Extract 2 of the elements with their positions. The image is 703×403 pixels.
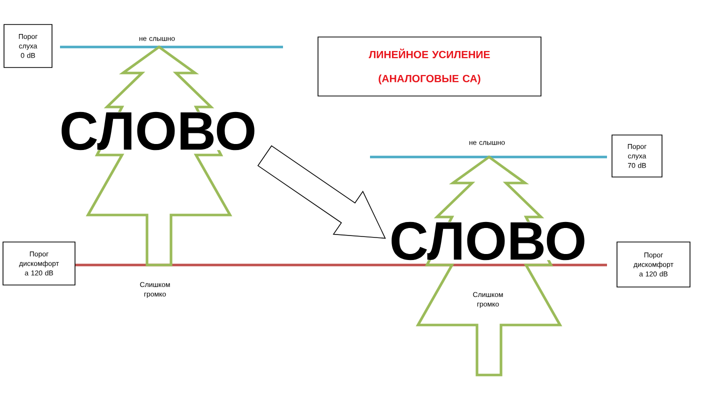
block-arrow	[257, 145, 386, 239]
title-box: ЛИНЕЙНОЕ УСИЛЕНИЕ (АНАЛОГОВЫЕ СА)	[318, 36, 542, 96]
